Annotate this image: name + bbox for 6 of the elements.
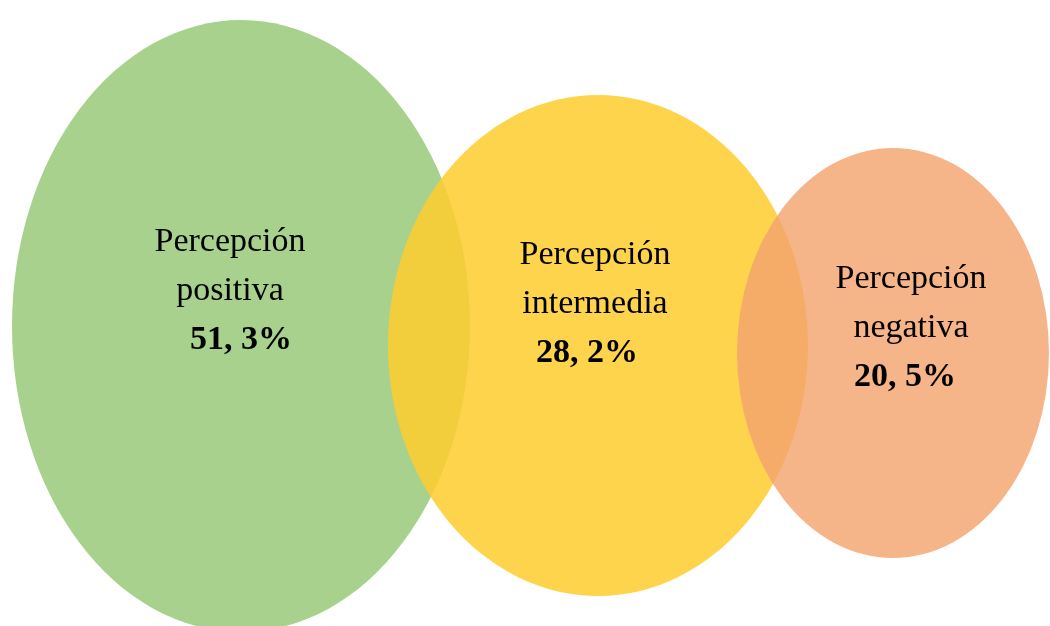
percentage-label: 20, 5% bbox=[854, 355, 956, 395]
percentage-label: 51, 3% bbox=[190, 318, 292, 358]
category-label: Percepción positiva bbox=[153, 220, 307, 309]
percentage-label: 28, 2% bbox=[536, 331, 638, 371]
category-label: Percepción intermedia bbox=[518, 233, 672, 322]
category-label: Percepción negativa bbox=[834, 257, 988, 346]
